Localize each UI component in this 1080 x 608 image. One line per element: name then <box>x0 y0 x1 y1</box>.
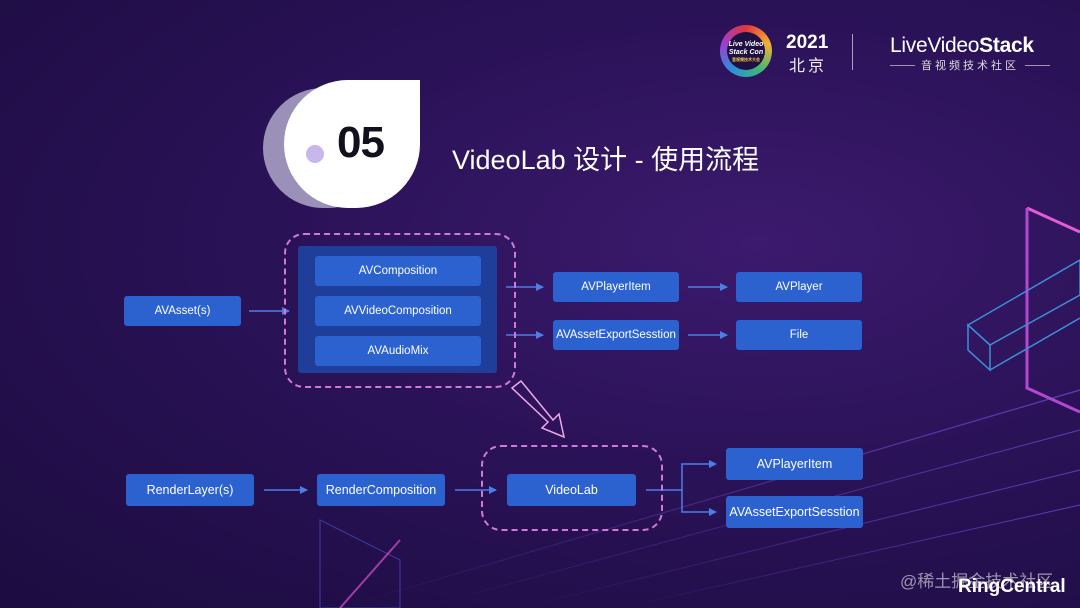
node-avplayeritem-2: AVPlayerItem <box>726 448 863 480</box>
node-rendercomposition: RenderComposition <box>317 474 445 506</box>
node-avcomposition: AVComposition <box>315 256 481 286</box>
ringcentral-logo: RingCentral <box>958 576 1066 598</box>
node-videolab: VideoLab <box>507 474 636 506</box>
arrow-videolab-branch-2 <box>682 490 716 512</box>
node-file: File <box>736 320 862 350</box>
node-avasset: AVAsset(s) <box>124 296 241 326</box>
node-avassetexportsession-2: AVAssetExportSesstion <box>726 496 863 528</box>
node-avassetexportsession: AVAssetExportSesstion <box>553 320 679 350</box>
node-avplayeritem: AVPlayerItem <box>553 272 679 302</box>
hollow-arrow <box>512 381 564 437</box>
node-avplayer: AVPlayer <box>736 272 862 302</box>
node-renderlayer: RenderLayer(s) <box>126 474 254 506</box>
node-avaudiomix: AVAudioMix <box>315 336 481 366</box>
node-avvideocomposition: AVVideoComposition <box>315 296 481 326</box>
